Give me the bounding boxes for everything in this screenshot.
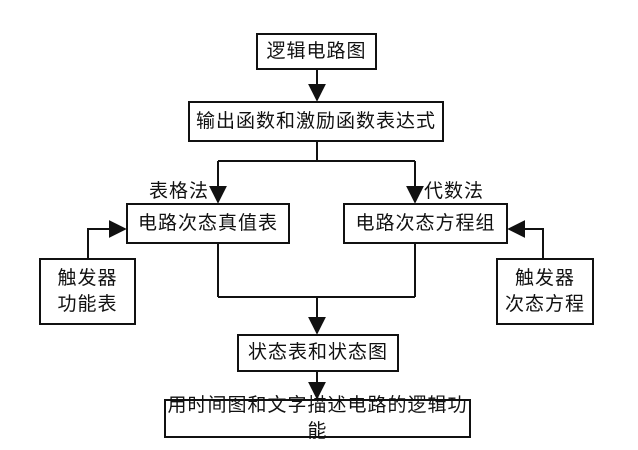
arrow-ff-function-table	[87, 220, 127, 258]
node-output-excitation-label: 输出函数和激励函数表达式	[195, 109, 436, 132]
node-ff-function-table-line1: 触发器	[57, 266, 118, 289]
node-truth-table-label: 电路次态真值表	[137, 211, 278, 234]
node-output-excitation: 输出函数和激励函数表达式	[188, 101, 444, 142]
node-ff-next-state-eq: 触发器 次态方程	[496, 258, 594, 325]
node-ff-next-state-eq-line2: 次态方程	[504, 292, 585, 315]
node-description: 用时间图和文字描述电路的逻辑功能	[164, 394, 471, 442]
node-logic-circuit-label: 逻辑电路图	[266, 39, 367, 62]
node-next-state-equations: 电路次态方程组	[343, 203, 508, 244]
edge-label-table-method: 表格法	[149, 180, 210, 202]
node-state-table-diagram-label: 状态表和状态图	[247, 341, 388, 364]
node-next-state-equations-label: 电路次态方程组	[355, 211, 496, 234]
node-truth-table: 电路次态真值表	[126, 203, 290, 244]
node-description-label: 用时间图和文字描述电路的逻辑功能	[167, 393, 468, 442]
arrow-ff-next-state-eq	[507, 220, 544, 258]
node-ff-function-table-line2: 功能表	[57, 292, 118, 315]
node-ff-next-state-eq-line1: 触发器	[514, 266, 575, 289]
edge-label-algebra-method: 代数法	[424, 180, 485, 202]
node-ff-function-table: 触发器 功能表	[39, 258, 136, 325]
node-logic-circuit: 逻辑电路图	[256, 33, 377, 70]
node-state-table-diagram: 状态表和状态图	[237, 334, 399, 372]
